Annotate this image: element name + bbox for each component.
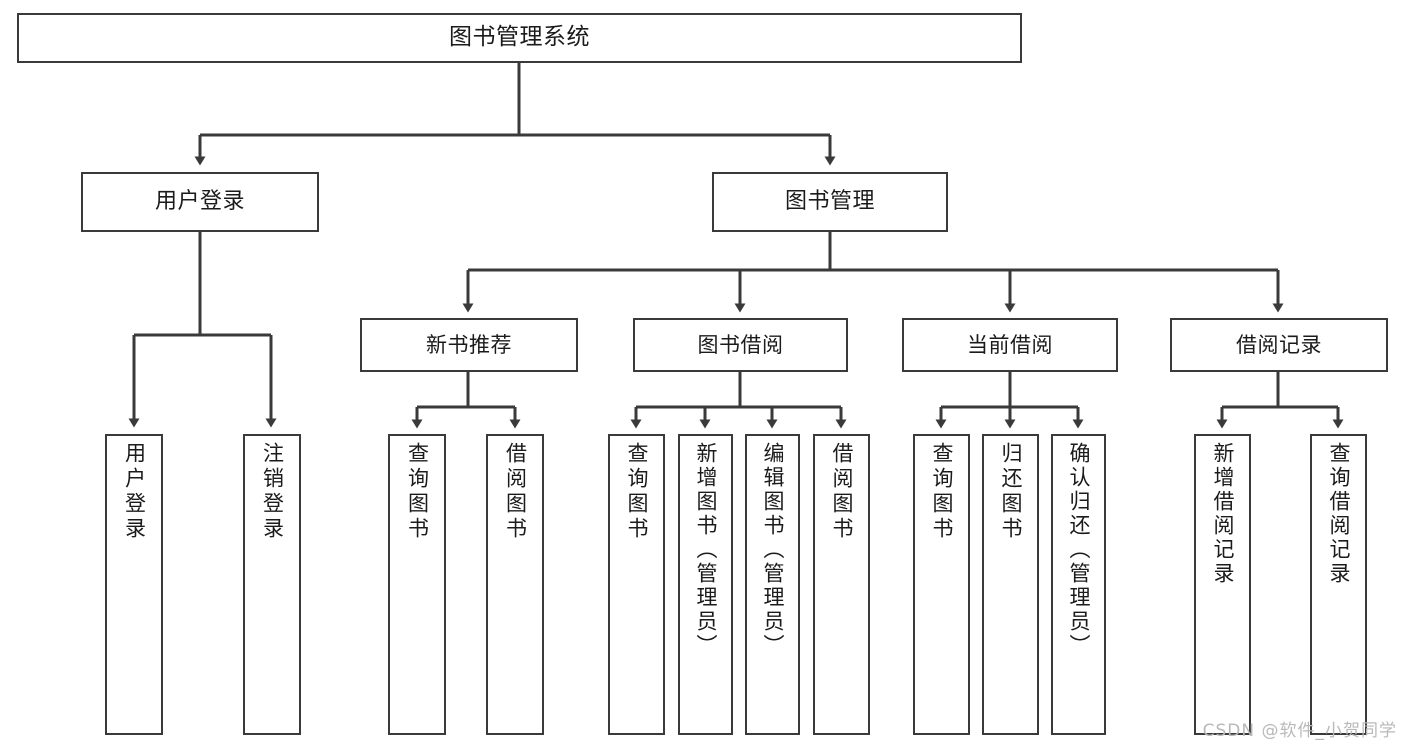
node-leaf-return-book[interactable]: 归还图书 (982, 434, 1039, 735)
node-label: 借阅图书 (503, 442, 528, 542)
node-label: 查询图书 (930, 442, 954, 542)
node-leaf-query-book-current[interactable]: 查询图书 (913, 434, 970, 735)
node-leaf-query-book-newrec[interactable]: 查询图书 (388, 434, 446, 735)
node-leaf-add-book-admin[interactable]: 新增图书（管理员） (678, 434, 733, 735)
node-label: 新书推荐 (426, 332, 512, 357)
node-label: 编辑图书（管理员） (761, 442, 785, 658)
node-current-borrow[interactable]: 当前借阅 (902, 318, 1118, 372)
node-leaf-edit-book-admin[interactable]: 编辑图书（管理员） (745, 434, 800, 735)
node-root-book-management-system[interactable]: 图书管理系统 (17, 13, 1022, 63)
node-leaf-borrow-book-newrec[interactable]: 借阅图书 (486, 434, 544, 735)
node-leaf-logout[interactable]: 注销登录 (243, 434, 301, 735)
node-leaf-borrow-book[interactable]: 借阅图书 (813, 434, 870, 735)
node-label: 图书借阅 (697, 332, 784, 357)
node-book-management[interactable]: 图书管理 (712, 172, 948, 232)
node-label: 用户登录 (154, 189, 245, 215)
node-label: 当前借阅 (967, 332, 1053, 357)
node-label: 借阅记录 (1236, 332, 1322, 357)
node-label: 查询图书 (625, 442, 649, 542)
node-borrow-record[interactable]: 借阅记录 (1170, 318, 1388, 372)
node-label: 确认归还（管理员） (1067, 442, 1091, 658)
node-label: 借阅图书 (830, 442, 854, 542)
node-leaf-query-borrow-record[interactable]: 查询借阅记录 (1310, 434, 1367, 735)
node-label: 新增图书（管理员） (694, 442, 718, 658)
node-user-login[interactable]: 用户登录 (81, 172, 319, 232)
node-leaf-query-book-borrow[interactable]: 查询图书 (608, 434, 665, 735)
node-leaf-user-login[interactable]: 用户登录 (105, 434, 163, 735)
node-label: 用户登录 (122, 442, 147, 542)
node-label: 注销登录 (260, 442, 285, 542)
node-label: 归还图书 (999, 442, 1023, 542)
node-new-book-recommend[interactable]: 新书推荐 (360, 318, 578, 372)
node-book-borrow[interactable]: 图书借阅 (633, 318, 848, 372)
node-leaf-confirm-return-admin[interactable]: 确认归还（管理员） (1051, 434, 1106, 735)
node-label: 图书管理 (784, 189, 875, 215)
node-leaf-add-borrow-record[interactable]: 新增借阅记录 (1194, 434, 1251, 735)
node-label: 查询借阅记录 (1327, 442, 1351, 586)
watermark-text: CSDN @软件_小贺同学 (1202, 721, 1397, 741)
node-label: 图书管理系统 (449, 24, 590, 51)
node-label: 新增借阅记录 (1211, 442, 1235, 586)
node-label: 查询图书 (405, 442, 430, 542)
